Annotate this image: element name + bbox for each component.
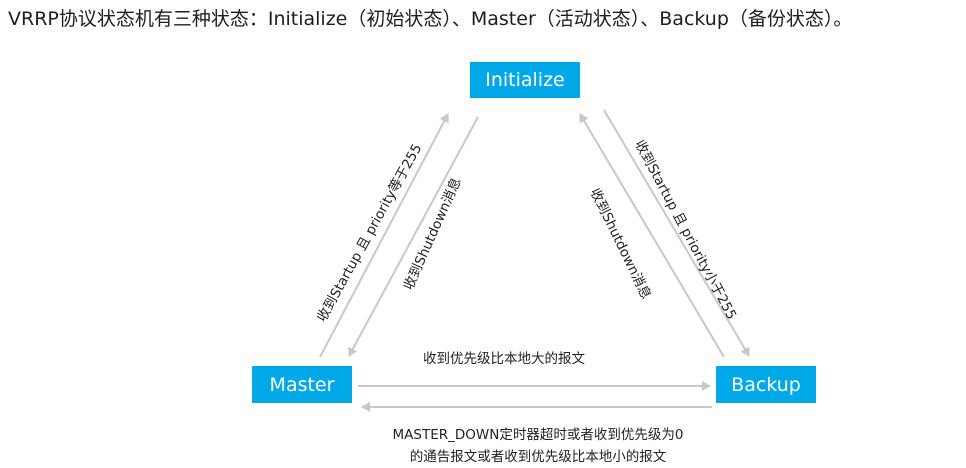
label-backup-to-master-line1: MASTER_DOWN定时器超时或者收到优先级为0 — [392, 427, 684, 443]
label-master-to-backup: 收到优先级比本地大的报文 — [423, 351, 585, 367]
diagram-heading: VRRP协议状态机有三种状态：Initialize（初始状态）、Master（活… — [8, 8, 853, 30]
arrow-backup-to-initialize — [579, 113, 725, 358]
state-backup: Backup — [716, 366, 816, 403]
state-master: Master — [252, 366, 352, 403]
label-backup-to-master-line2: 的通告报文或者收到优先级比本地小的报文 — [409, 449, 667, 465]
arrow-initialize-to-backup — [603, 109, 750, 357]
arrow-master-to-initialize — [319, 113, 449, 358]
label-backup-to-master: MASTER_DOWN定时器超时或者收到优先级为0 的通告报文或者收到优先级比本… — [358, 424, 718, 468]
arrow-initialize-to-master — [348, 116, 479, 357]
state-initialize: Initialize — [470, 62, 580, 98]
